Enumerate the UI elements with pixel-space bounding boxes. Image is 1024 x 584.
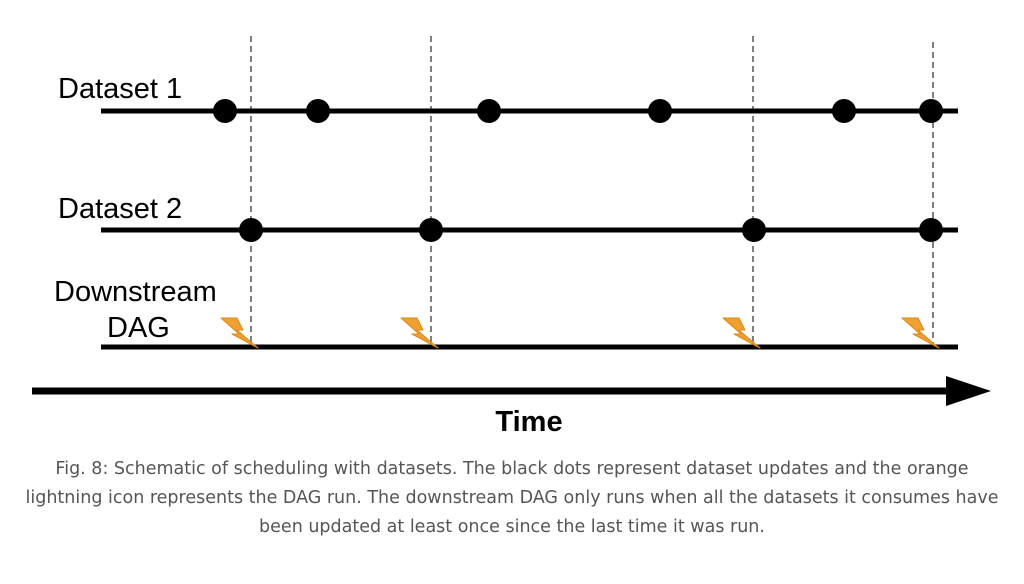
dataset-update-dot [919,99,943,123]
time-arrow-head [946,376,991,406]
time-axis: Time [32,376,991,438]
caption-line-3: been updated at least once since the las… [259,517,765,537]
scheduling-diagram: Dataset 1 Dataset 2 Downstream DAG Time [32,36,991,438]
downstream-dag-label-line1: Downstream [54,276,217,308]
figure-caption: Fig. 8: Schematic of scheduling with dat… [0,455,1024,542]
dataset-1-label: Dataset 1 [58,73,182,105]
dataset-update-dot [832,99,856,123]
time-axis-label: Time [495,406,562,438]
caption-line-1: Fig. 8: Schematic of scheduling with dat… [55,459,969,479]
timeline-tracks [101,99,958,350]
dag-run-guides [250,36,934,349]
dataset-update-dot [239,218,263,242]
dataset-update-dot [419,218,443,242]
dataset-update-dot [648,99,672,123]
lightning-icon [220,317,259,349]
lightning-icon [400,317,439,349]
caption-line-2: lightning icon represents the DAG run. T… [25,488,999,508]
dataset-update-dot [742,218,766,242]
lightning-icon [901,317,940,349]
lightning-icon [722,317,761,349]
downstream-dag-label-line2: DAG [107,312,170,344]
dataset-update-dot [213,99,237,123]
dataset-2-label: Dataset 2 [58,193,182,225]
dataset-update-dot [477,99,501,123]
track-labels: Dataset 1 Dataset 2 Downstream DAG [54,73,217,344]
dataset-update-dot [919,218,943,242]
dataset-update-dot [306,99,330,123]
